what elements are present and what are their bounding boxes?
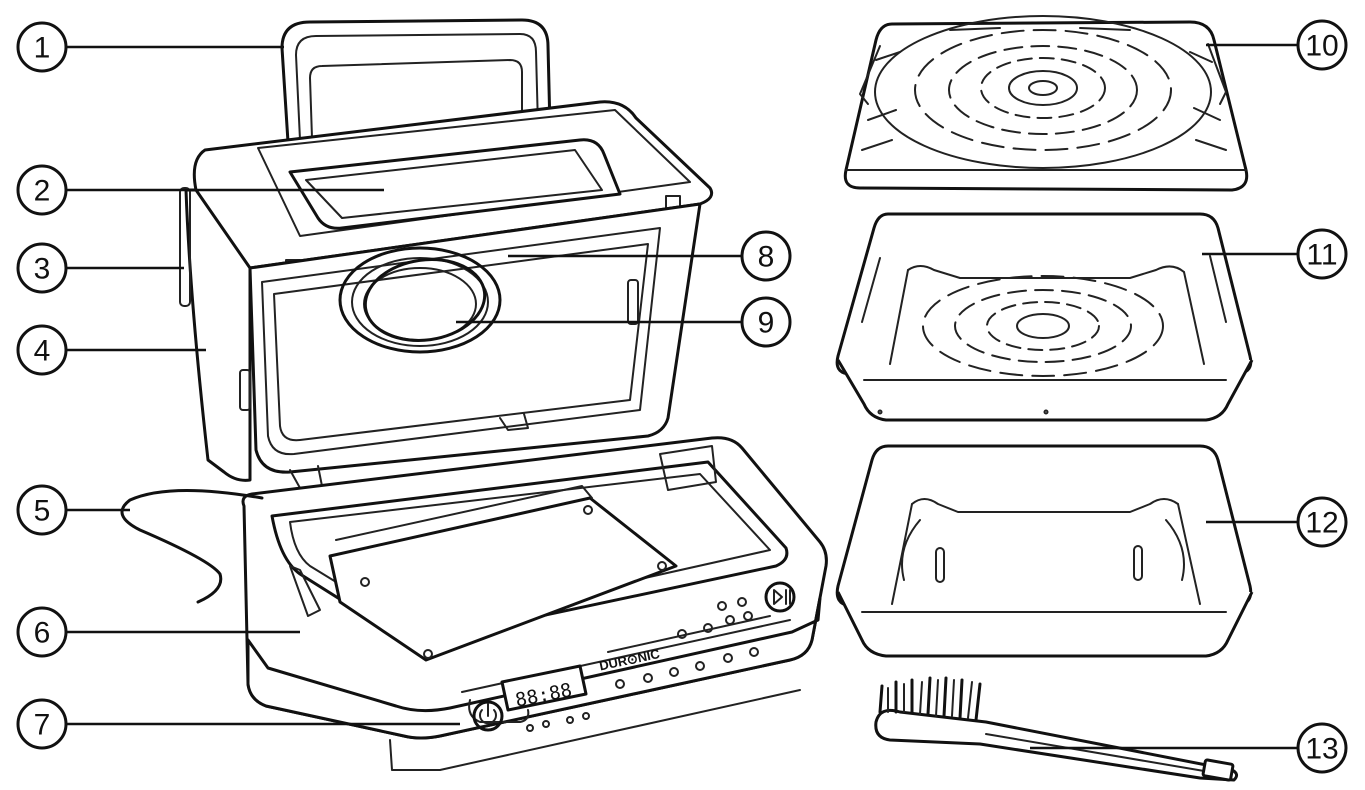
power-icon	[479, 703, 497, 725]
callout-12: 12	[1296, 496, 1348, 548]
callout-7-label: 7	[34, 709, 51, 742]
play-pause-icon	[773, 589, 791, 605]
lid	[179, 18, 714, 482]
callout-8: 8	[740, 230, 792, 282]
power-cord	[120, 489, 264, 604]
callout-5: 5	[16, 484, 68, 536]
callout-13-label: 13	[1305, 733, 1338, 766]
lid-handle	[280, 18, 552, 144]
base: 88:88 DUR⊙NIC	[120, 413, 828, 771]
pan-plate	[328, 496, 678, 662]
callout-11-label: 11	[1306, 239, 1337, 272]
callout-10: 10	[1296, 19, 1348, 71]
crisper-plate	[843, 15, 1249, 192]
callout-1-label: 1	[34, 32, 51, 65]
callout-9-label: 9	[758, 307, 775, 340]
callout-2: 2	[16, 164, 68, 216]
callout-13: 13	[1296, 722, 1348, 774]
control-icons	[526, 597, 771, 732]
start-pause-button[interactable]	[764, 581, 796, 613]
leader-lines	[66, 43, 1298, 750]
callout-5-label: 5	[34, 495, 51, 528]
callout-11: 11	[1296, 228, 1348, 280]
lid-window	[288, 138, 622, 230]
baking-pan	[835, 444, 1254, 658]
cooking-basket	[835, 212, 1254, 422]
callout-4-label: 4	[34, 335, 51, 368]
callout-4: 4	[16, 324, 68, 376]
callout-6-label: 6	[34, 617, 51, 650]
callout-3: 3	[16, 242, 68, 294]
callout-10-label: 10	[1305, 30, 1338, 63]
callout-3-label: 3	[34, 253, 51, 286]
callout-8-label: 8	[758, 241, 775, 274]
callout-7: 7	[16, 698, 68, 750]
cleaning-brush	[874, 676, 1239, 782]
callout-1: 1	[16, 21, 68, 73]
callout-12-label: 12	[1305, 507, 1338, 540]
callout-6: 6	[16, 606, 68, 658]
callout-9: 9	[740, 296, 792, 348]
callout-2-label: 2	[34, 175, 51, 208]
power-button[interactable]	[472, 700, 504, 732]
